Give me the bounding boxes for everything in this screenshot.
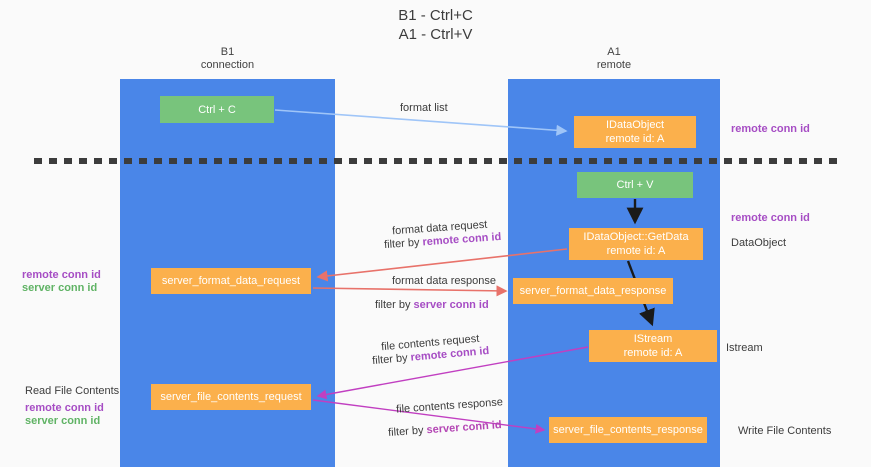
box-getdata-label: IDataObject::GetData [583,231,689,243]
side-label-remote-conn-id-top: remote conn id [731,123,810,135]
filter-prefix: filter by [375,299,414,311]
box-idataobject-label: IDataObject [605,119,665,131]
box-istream-label: IStream [633,333,673,345]
side-label-write-file-contents: Write File Contents [738,425,832,437]
box-server-file-contents-request[interactable]: server_file_contents_request [151,384,311,410]
box-server-file-contents-request-label: server_file_contents_request [160,391,302,403]
box-getdata-sublabel: remote id: A [606,245,666,257]
box-idataobject-getdata[interactable]: IDataObject::GetData remote id: A [569,228,703,260]
box-istream-sublabel: remote id: A [623,347,683,359]
box-ctrl-v[interactable]: Ctrl + V [577,172,693,198]
box-ctrl-v-label: Ctrl + V [616,179,654,191]
side-label-read-file-contents: Read File Contents [25,385,120,397]
filter-prefix: filter by [387,424,427,439]
edge-label-format-data-response-filter: filter by server conn id [375,298,489,312]
edge-label-format-list: format list [400,102,448,114]
dashed-divider [34,158,837,164]
box-server-file-contents-response[interactable]: server_file_contents_response [549,417,707,443]
filter-key-server-conn-id: server conn id [413,299,489,311]
lane-header-a1: A1 remote [596,46,632,71]
side-label-remote-conn-id-left-b: remote conn id [25,402,104,414]
box-server-format-data-request[interactable]: server_format_data_request [151,268,311,294]
diagram-title: B1 - Ctrl+C A1 - Ctrl+V [398,7,473,43]
filter-prefix: filter by [383,236,423,252]
box-server-format-data-response[interactable]: server_format_data_response [513,278,673,304]
side-label-server-conn-id-left-a: server conn id [22,282,98,294]
box-server-format-data-request-label: server_format_data_request [161,275,301,287]
side-label-remote-conn-id-left-a: remote conn id [22,269,101,281]
box-istream[interactable]: IStream remote id: A [589,330,717,362]
filter-prefix: filter by [371,351,412,368]
box-idataobject[interactable]: IDataObject remote id: A [574,116,696,148]
side-label-dataobject: DataObject [731,237,787,249]
box-server-format-data-response-label: server_format_data_response [519,285,667,297]
side-label-remote-conn-id-mid: remote conn id [731,212,810,224]
lane-header-b1: B1 connection [200,46,255,71]
box-server-file-contents-response-label: server_file_contents_response [553,424,703,436]
box-ctrl-c-label: Ctrl + C [198,103,236,116]
side-label-istream: Istream [726,342,763,354]
side-label-server-conn-id-left-b: server conn id [25,415,101,427]
box-idataobject-sublabel: remote id: A [605,133,665,145]
box-ctrl-c[interactable]: Ctrl + C [160,96,274,123]
edge-label-format-data-response: format data response [392,275,496,287]
